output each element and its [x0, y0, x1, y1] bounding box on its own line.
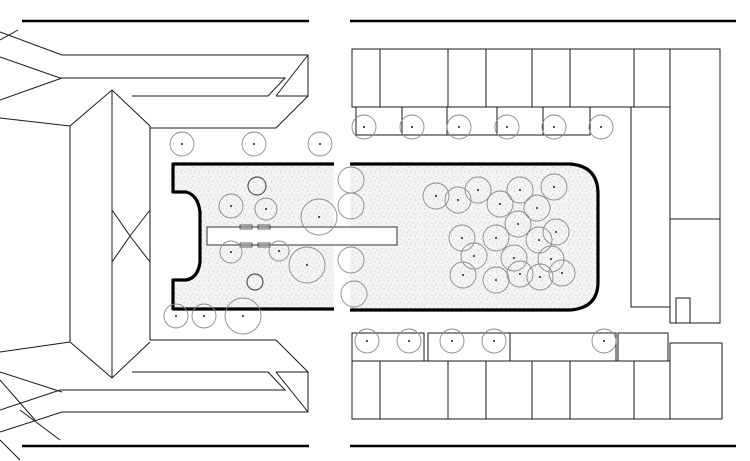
tree-cluster-right-plaza: [422, 173, 576, 294]
plaza-right: [350, 162, 600, 312]
right-buildings-bottom: [351, 332, 723, 420]
boundary-lines: [22, 19, 736, 448]
trees-bottom-row: [354, 328, 617, 354]
right-buildings-top: [351, 48, 721, 324]
trees-center-column: [337, 166, 368, 308]
left-building: [0, 29, 309, 461]
trees-left-plaza: [163, 131, 338, 335]
central-walkway: [206, 224, 398, 248]
trees-top-row: [351, 114, 614, 140]
